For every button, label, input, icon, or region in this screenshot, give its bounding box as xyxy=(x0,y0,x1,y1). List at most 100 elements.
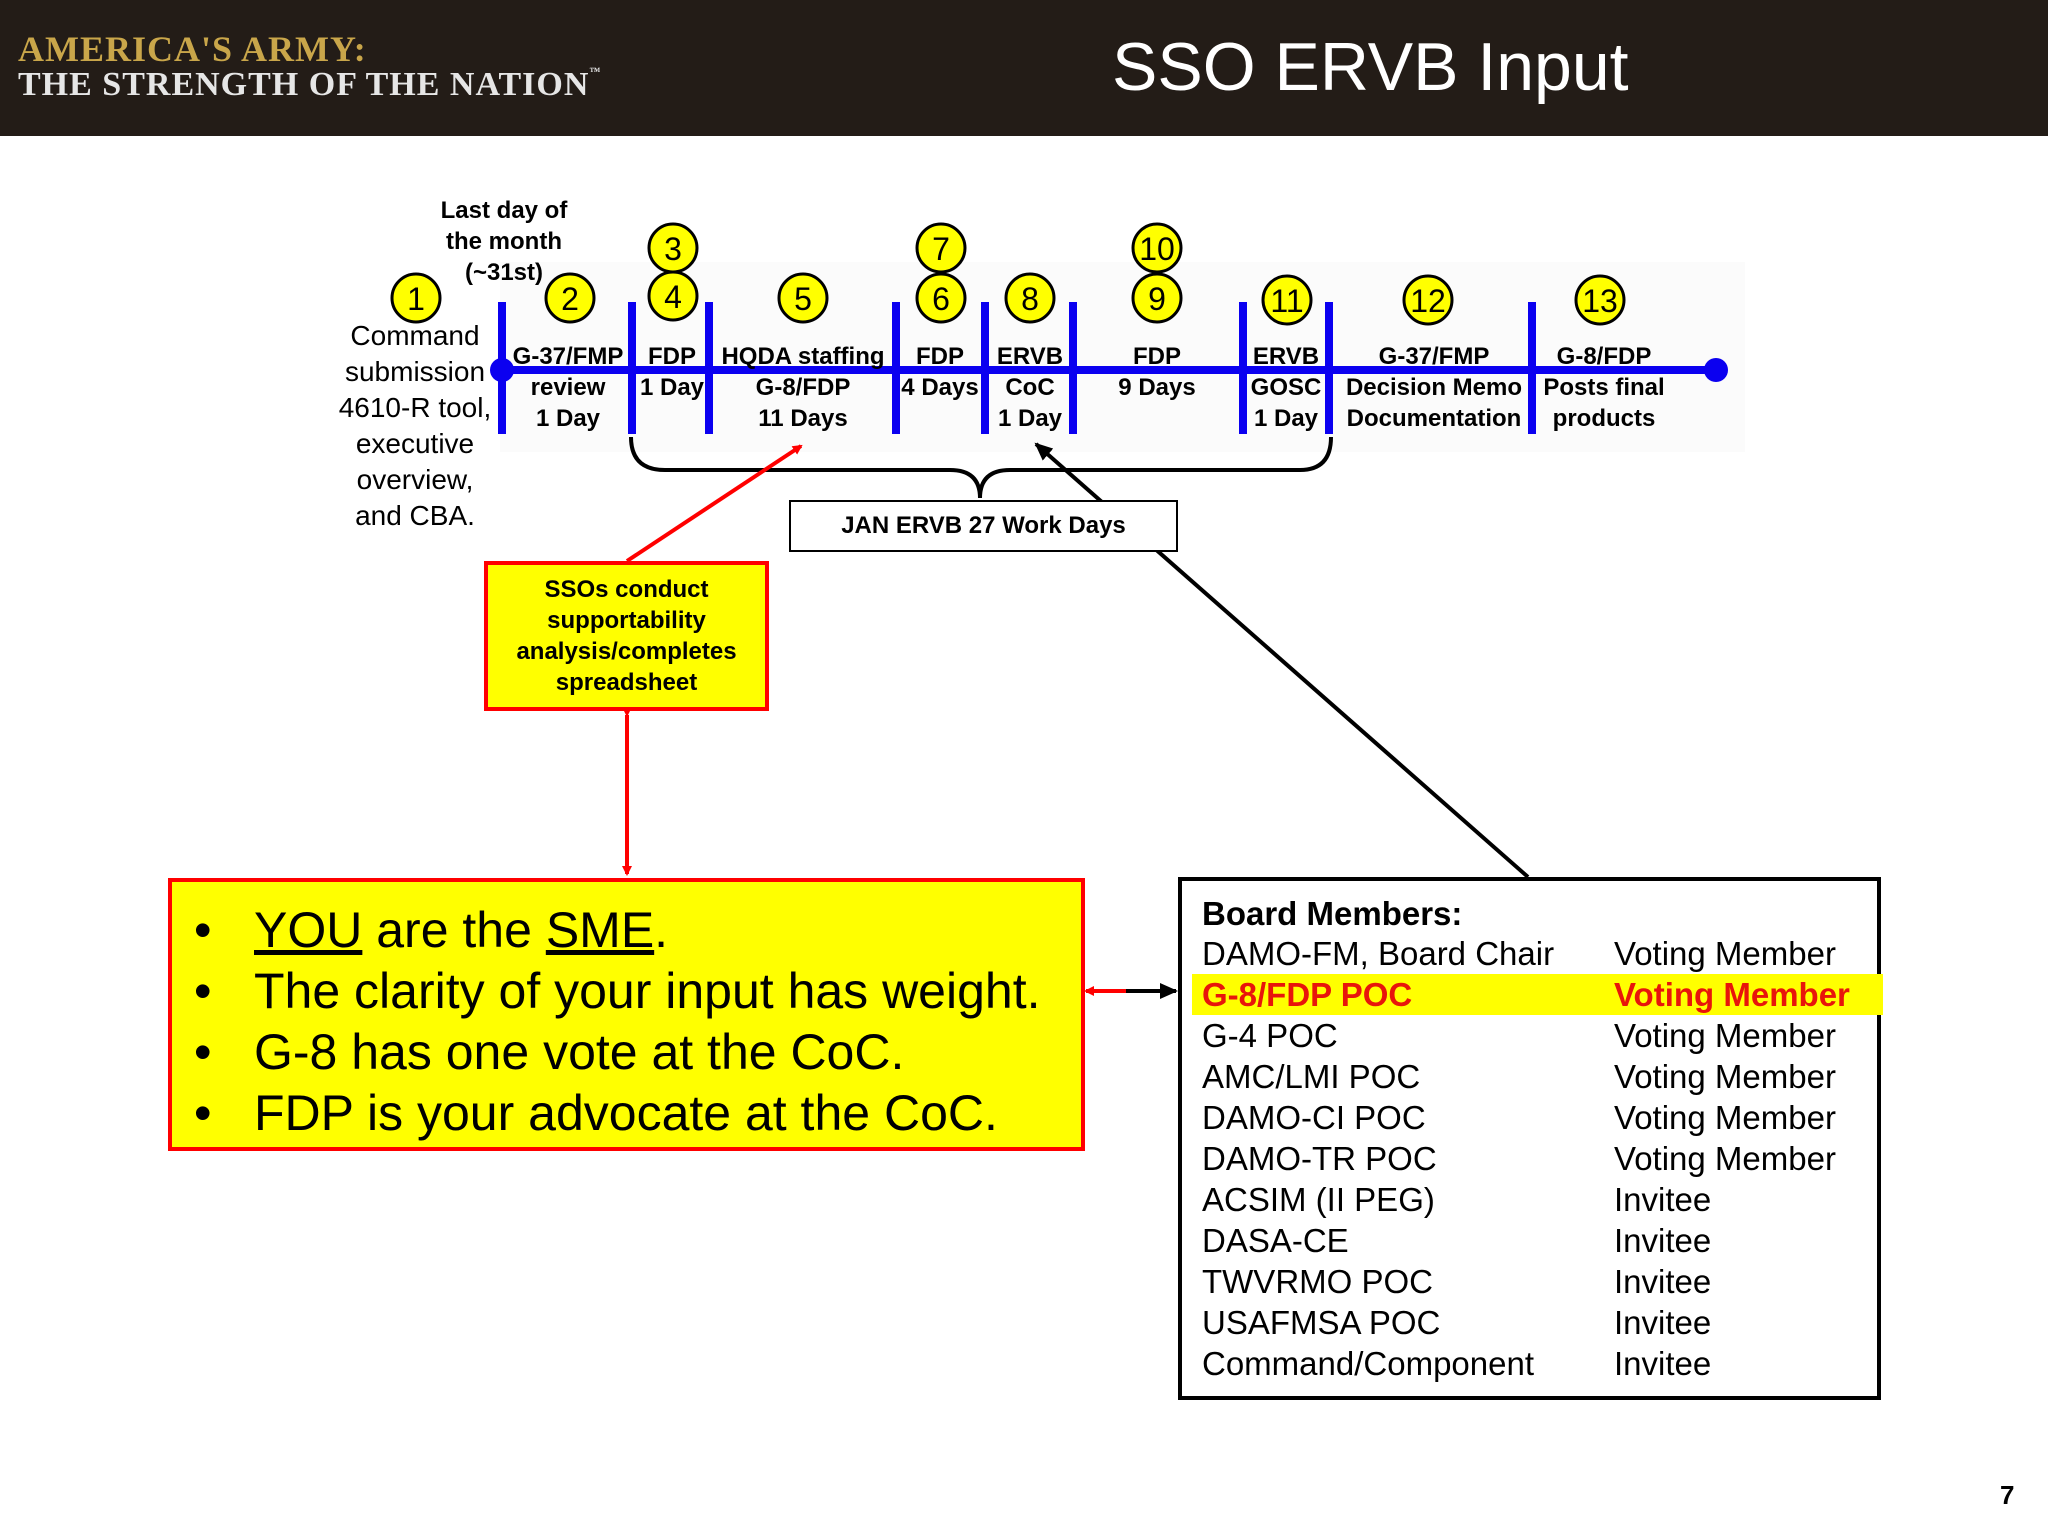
command-line: Command xyxy=(350,320,479,351)
member-role: Invitee xyxy=(1614,1222,1712,1259)
emphasis-sme: SME xyxy=(545,902,655,958)
marker-5 xyxy=(777,272,829,324)
work-days-box: JAN ERVB 27 Work Days xyxy=(789,500,1178,552)
marker-6 xyxy=(915,272,967,324)
step-label-g37-review: G-37/FMP xyxy=(513,343,624,370)
marker-label-6: 6 xyxy=(932,281,950,317)
page-number: 7 xyxy=(2000,1480,2015,1510)
step-label-fdp-1day: FDP xyxy=(648,343,696,370)
marker-13 xyxy=(1574,274,1626,326)
marker-label-2: 2 xyxy=(561,281,579,317)
timeline-end-dot xyxy=(1704,358,1728,382)
bullet-text: FDP is your advocate at the CoC. xyxy=(254,1085,998,1141)
marker-label-10: 10 xyxy=(1139,231,1175,267)
logo-line2-text: THE STRENGTH OF THE NATION xyxy=(18,66,590,103)
step-label-hqda: 11 Days xyxy=(758,405,847,432)
command-line: submission xyxy=(345,356,485,387)
member-role: Invitee xyxy=(1614,1345,1712,1382)
last-day-line: (~31st) xyxy=(465,259,543,286)
member-name: ACSIM (II PEG) xyxy=(1202,1181,1435,1218)
step-label-ervb-gosc: ERVB xyxy=(1253,343,1319,370)
step-label-decision-memo: Decision Memo xyxy=(1346,374,1522,401)
marker-label-12: 12 xyxy=(1410,283,1446,319)
command-line: and CBA. xyxy=(355,500,475,531)
marker-8 xyxy=(1004,272,1056,324)
work-days-label: JAN ERVB 27 Work Days xyxy=(841,512,1126,539)
bullet-text: YOU are the SME. xyxy=(254,900,668,961)
member-name: G-4 POC xyxy=(1202,1017,1338,1054)
work-days-brace xyxy=(629,436,1333,499)
step-label-ervb-coc: ERVB xyxy=(997,343,1063,370)
logo-line2: THE STRENGTH OF THE NATION™ xyxy=(18,66,601,104)
last-day-line: the month xyxy=(446,228,562,255)
bullet-dot: • xyxy=(194,1024,212,1080)
step-label-ervb-coc: CoC xyxy=(1005,374,1054,401)
bullet-you-are-sme: • YOU are the SME. xyxy=(194,900,1081,961)
last-day-line: Last day of xyxy=(441,197,569,224)
member-name: DAMO-TR POC xyxy=(1202,1140,1437,1177)
step-label-ervb-gosc: 1 Day xyxy=(1254,405,1319,432)
member-role: Invitee xyxy=(1614,1181,1712,1218)
member-role: Voting Member xyxy=(1614,1017,1836,1054)
step-label-hqda: HQDA staffing xyxy=(721,343,884,370)
bullet-fdp-advocate: • FDP is your advocate at the CoC. xyxy=(194,1083,1081,1144)
member-name: G-8/FDP POC xyxy=(1202,976,1413,1013)
sme-callout-box: • YOU are the SME. • The clarity of your… xyxy=(168,878,1085,1151)
bullet-dot: • xyxy=(194,963,212,1019)
bullet-text-part: are the xyxy=(362,902,546,958)
step-markers xyxy=(390,222,1626,326)
member-role: Voting Member xyxy=(1614,976,1850,1013)
member-name: USAFMSA POC xyxy=(1202,1304,1441,1341)
marker-1 xyxy=(390,272,442,324)
member-name: Command/Component xyxy=(1202,1345,1534,1382)
step-label-g37-review: review xyxy=(531,374,606,401)
step-label-fdp-9days: 9 Days xyxy=(1118,374,1195,401)
member-role: Voting Member xyxy=(1614,935,1836,972)
sso-line: SSOs conduct xyxy=(544,576,709,603)
member-role: Voting Member xyxy=(1614,1058,1836,1095)
member-role: Invitee xyxy=(1614,1304,1712,1341)
bullet-text-part: . xyxy=(654,902,669,958)
bullet-clarity: • The clarity of your input has weight. xyxy=(194,961,1081,1022)
step-label-fdp-9days: FDP xyxy=(1133,343,1181,370)
bullet-text: The clarity of your input has weight. xyxy=(254,963,1041,1019)
step-label-posts-final: G-8/FDP xyxy=(1557,343,1652,370)
marker-label-9: 9 xyxy=(1148,281,1166,317)
step-label-fdp-1day: 1 Day xyxy=(640,374,705,401)
marker-label-11: 11 xyxy=(1270,283,1303,319)
command-submission-text: Command submission 4610-R tool, executiv… xyxy=(339,320,492,531)
board-row-highlighted: G-8/FDP POC Voting Member xyxy=(1192,974,1883,1015)
step-label-ervb-gosc: GOSC xyxy=(1251,374,1322,401)
trademark-mark: ™ xyxy=(589,66,602,78)
logo-line1: AMERICA'S ARMY: xyxy=(18,29,367,69)
sso-to-hqda-arrow xyxy=(625,444,803,563)
member-name: DAMO-FM, Board Chair xyxy=(1202,935,1555,972)
marker-11 xyxy=(1261,274,1313,326)
header-bar: AMERICA'S ARMY: THE STRENGTH OF THE NATI… xyxy=(0,0,2048,136)
member-name: TWVRMO POC xyxy=(1202,1263,1433,1300)
step-label-posts-final: products xyxy=(1553,405,1656,432)
step-label-g37-review: 1 Day xyxy=(536,405,601,432)
marker-label-4: 4 xyxy=(664,279,682,315)
step-label-decision-memo: Documentation xyxy=(1347,405,1522,432)
bullet-g8-vote: • G-8 has one vote at the CoC. xyxy=(194,1022,1081,1083)
board-title: Board Members: xyxy=(1202,895,1463,932)
command-line: overview, xyxy=(357,464,474,495)
marker-10 xyxy=(1131,222,1183,274)
bullet-text: G-8 has one vote at the CoC. xyxy=(254,1024,905,1080)
marker-label-1: 1 xyxy=(407,281,425,317)
sso-line: analysis/completes xyxy=(516,638,737,665)
marker-label-3: 3 xyxy=(664,231,682,267)
step-label-posts-final: Posts final xyxy=(1543,374,1664,401)
marker-4 xyxy=(647,270,699,322)
step-label-decision-memo: G-37/FMP xyxy=(1379,343,1490,370)
board-row: USAFMSA POC Invitee xyxy=(1202,1302,1877,1343)
step-label-hqda: G-8/FDP xyxy=(756,374,851,401)
sso-callout-box: SSOs conduct supportability analysis/com… xyxy=(484,561,769,711)
board-row: G-4 POC Voting Member xyxy=(1202,1015,1877,1056)
step-marker-labels: 1 2 3 4 5 7 6 8 10 9 11 12 13 xyxy=(407,231,1618,319)
